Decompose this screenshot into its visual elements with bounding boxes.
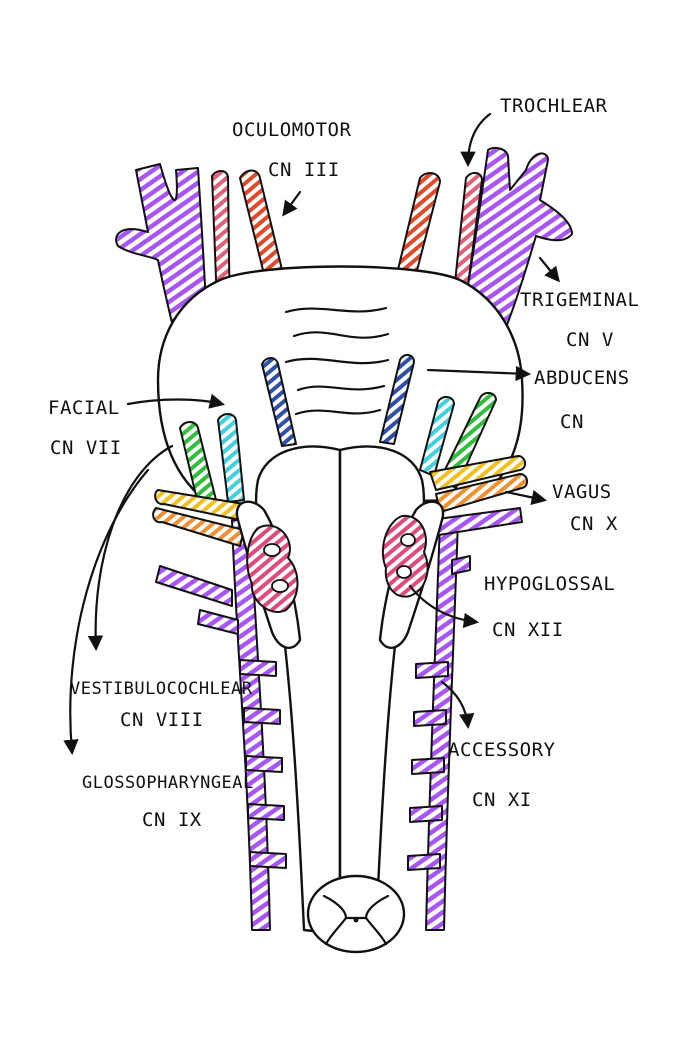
svg-text:CN: CN	[560, 411, 584, 433]
pons-striations	[284, 306, 390, 416]
svg-text:CN VIII: CN VIII	[120, 709, 204, 731]
svg-text:CN IX: CN IX	[142, 809, 202, 831]
svg-text:CN V: CN V	[566, 329, 614, 351]
label-trigeminal: TRIGEMINAL CN V	[520, 289, 639, 351]
accessory-nerve-right	[407, 507, 523, 931]
oculomotor-nerve-right	[395, 172, 441, 283]
abducens-nerve-left	[261, 357, 297, 447]
label-hypoglossal: HYPOGLOSSAL CN XII	[484, 573, 615, 641]
facial-nerve-left	[179, 421, 217, 505]
svg-text:CN III: CN III	[268, 159, 340, 181]
svg-text:CN VII: CN VII	[50, 437, 122, 459]
label-oculomotor: OCULOMOTOR CN III	[232, 119, 351, 181]
svg-text:TROCHLEAR: TROCHLEAR	[500, 95, 608, 117]
spinal-cord-cross-section	[306, 874, 406, 954]
abducens-nerve-right	[379, 354, 415, 445]
svg-text:ABDUCENS: ABDUCENS	[534, 367, 630, 389]
accessory-nerve-left	[155, 519, 287, 931]
vagus-nerve-right	[435, 473, 528, 513]
svg-text:CN XII: CN XII	[492, 619, 564, 641]
svg-text:ACCESSORY: ACCESSORY	[448, 739, 556, 761]
svg-text:FACIAL: FACIAL	[48, 397, 120, 419]
svg-text:VESTIBULOCOCHLEAR: VESTIBULOCOCHLEAR	[70, 679, 253, 699]
label-facial: FACIAL CN VII	[48, 397, 122, 459]
oculomotor-nerve-left	[239, 169, 285, 283]
svg-text:GLOSSOPHARYNGEAL: GLOSSOPHARYNGEAL	[82, 773, 254, 793]
label-vagus: VAGUS CN X	[552, 481, 618, 535]
label-vestibulocochlear: VESTIBULOCOCHLEAR CN VIII	[70, 679, 253, 731]
label-abducens: ABDUCENS CN	[534, 367, 630, 433]
svg-text:CN X: CN X	[570, 513, 618, 535]
glossopharyngeal-nerve-left	[154, 489, 245, 521]
label-glossopharyngeal: GLOSSOPHARYNGEAL CN IX	[82, 773, 254, 831]
svg-text:CN XI: CN XI	[472, 789, 532, 811]
svg-text:HYPOGLOSSAL: HYPOGLOSSAL	[484, 573, 615, 595]
svg-text:TRIGEMINAL: TRIGEMINAL	[520, 289, 639, 311]
hypoglossal-nerve-right	[381, 514, 429, 598]
vestibulocochlear-nerve-left	[217, 413, 245, 503]
glossopharyngeal-nerve-right	[429, 455, 526, 491]
hypoglossal-nerve-left	[246, 524, 299, 613]
label-accessory: ACCESSORY CN XI	[448, 739, 556, 811]
label-arrows	[63, 112, 560, 756]
vagus-nerve-left	[152, 507, 245, 547]
svg-text:VAGUS: VAGUS	[552, 481, 612, 503]
svg-text:OCULOMOTOR: OCULOMOTOR	[232, 119, 351, 141]
label-trochlear: TROCHLEAR	[500, 95, 608, 117]
vestibulocochlear-nerve-right	[419, 396, 455, 477]
